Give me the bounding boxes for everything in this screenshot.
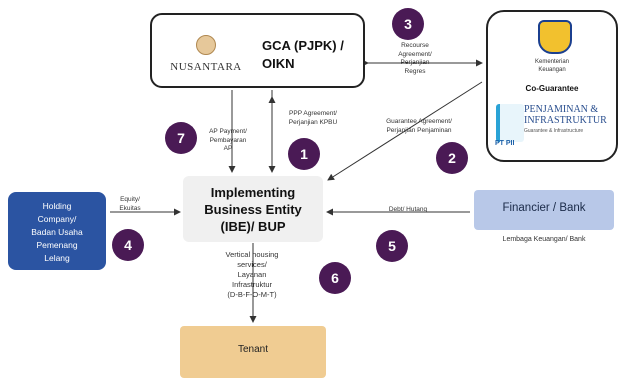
nusantara-emblem-icon — [196, 35, 216, 55]
recourse-l4: Regres — [404, 67, 426, 75]
ap-l2: Pembayaran — [209, 136, 247, 144]
badge-2: 2 — [436, 142, 468, 174]
vertical-l3: Layanan — [237, 270, 267, 279]
badge-7: 7 — [165, 122, 197, 154]
badge-5: 5 — [376, 230, 408, 262]
gca-box: NUSANTARA GCA (PJPK) / OIKN — [150, 13, 365, 88]
ibe-line3: (IBE)/ BUP — [220, 219, 286, 234]
financier-caption: Lembaga Keuangan/ Bank — [502, 236, 586, 243]
kemenkeu-line1: Kementerian — [534, 59, 570, 65]
badge-1: 1 — [288, 138, 320, 170]
holding-company-box: Holding Company/ Badan Usaha Pemenang Le… — [8, 192, 106, 270]
co-guarantee-box: Kementerian Keuangan Co-Guarantee PT PII… — [486, 10, 618, 162]
ppp-l1: PPP Agreement/ — [289, 110, 337, 117]
guarantee-l1: Guarantee Agreement/ — [386, 118, 452, 125]
badge-4: 4 — [112, 229, 144, 261]
ptpii-name: PENJAMINAN & INFRASTRUKTUR — [524, 104, 616, 126]
holding-line4: Pemenang — [36, 240, 78, 250]
holding-line2: Company/ — [37, 214, 77, 224]
gca-title: GCA (PJPK) / OIKN — [262, 37, 362, 73]
ppp-label: PPP Agreement/ Perjanjian KPBU — [273, 110, 353, 127]
ibe-line2: Business Entity — [204, 202, 302, 217]
ibe-line1: Implementing — [210, 185, 296, 200]
debt-l1: Debt/ Hutang — [388, 206, 428, 213]
equity-label: Equity/ Ekuitas — [110, 196, 150, 213]
equity-l2: Ekuitas — [119, 204, 141, 212]
vertical-label: Vertical housing services/ Layanan Infra… — [204, 250, 300, 300]
kemenkeu-emblem-icon — [538, 20, 572, 54]
holding-line1: Holding — [42, 201, 72, 211]
financier-box: Financier / Bank — [474, 190, 614, 230]
holding-line5: Lelang — [44, 253, 70, 263]
ppp-l2: Perjanjian KPBU — [288, 118, 338, 126]
debt-label: Debt/ Hutang — [378, 206, 438, 215]
recourse-l2: Agreement/ — [398, 50, 432, 58]
co-guarantee-label: Co-Guarantee — [525, 84, 579, 93]
vertical-l2: services/ — [237, 260, 267, 269]
ptpii-name-line2: INFRASTRUKTUR — [524, 115, 607, 126]
recourse-l1: Recourse — [401, 42, 429, 49]
nusantara-logo: NUSANTARA — [160, 27, 252, 83]
holding-text: Holding Company/ Badan Usaha Pemenang Le… — [8, 200, 106, 265]
guarantee-arrow — [327, 81, 483, 181]
recourse-label: Recourse Agreement/ Perjanjian Regres — [380, 42, 450, 76]
ptpii-name-line1: PENJAMINAN & — [524, 104, 599, 115]
guarantee-label: Guarantee Agreement/ Perjanjian Penjamin… — [372, 118, 466, 135]
tenant-box: Tenant — [180, 326, 326, 378]
gca-title-line1: GCA (PJPK) / — [262, 38, 344, 53]
financier-label: Financier / Bank — [502, 202, 586, 214]
recourse-l3: Perjanjian — [400, 59, 430, 66]
holding-line3: Badan Usaha — [31, 227, 83, 237]
equity-l1: Equity/ — [120, 196, 140, 203]
ap-l3: AP — [223, 145, 233, 152]
nusantara-logo-text: NUSANTARA — [170, 61, 242, 73]
ptpii-short: PT PII — [495, 140, 515, 147]
ptpii-tagline: Guarantee & Infrastructure — [524, 128, 584, 134]
vertical-l5: (D-B-F-O-M-T) — [227, 290, 277, 299]
ap-label: AP Payment/ Pembayaran AP — [196, 128, 260, 154]
badge-3: 3 — [392, 8, 424, 40]
tenant-label: Tenant — [237, 344, 269, 355]
ibe-title: Implementing Business Entity (IBE)/ BUP — [183, 184, 323, 235]
ap-l1: AP Payment/ — [209, 128, 247, 135]
kemenkeu-line2: Keuangan — [538, 67, 566, 73]
kemenkeu-text: Kementerian Keuangan — [488, 58, 616, 74]
ibe-box: Implementing Business Entity (IBE)/ BUP — [183, 176, 323, 242]
gca-title-line2: OIKN — [262, 56, 295, 71]
ptpii-logo-icon — [496, 104, 524, 142]
vertical-l1: Vertical housing — [225, 250, 279, 259]
guarantee-l2: Perjanjian Penjaminan — [386, 126, 452, 134]
badge-6: 6 — [319, 262, 351, 294]
vertical-l4: Infrastruktur — [231, 280, 272, 289]
